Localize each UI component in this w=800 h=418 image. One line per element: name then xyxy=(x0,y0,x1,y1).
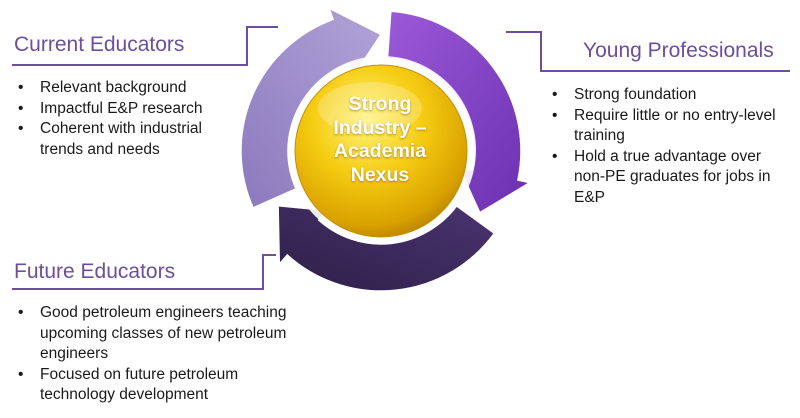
list-item: Strong foundation xyxy=(546,85,778,106)
current-educators-connector-top xyxy=(246,26,278,28)
hub-circle xyxy=(294,64,468,238)
hub-label: Strong Industry – Academia Nexus xyxy=(333,93,427,186)
list-item: Hold a true advantage over non-PE gradua… xyxy=(546,147,778,209)
current-educators-heading: Current Educators xyxy=(14,33,185,56)
future-educators-connector-top xyxy=(262,254,276,256)
young-professionals-heading: Young Professionals xyxy=(583,39,774,62)
future-educators-connector-line xyxy=(12,288,264,290)
current-educators-connector-line xyxy=(12,64,248,66)
list-item: Relevant background xyxy=(12,78,242,99)
current-educators-connector-tick xyxy=(246,26,248,65)
list-item: Good petroleum engineers teaching upcomi… xyxy=(12,303,287,365)
hub-highlight xyxy=(318,82,422,134)
young-professionals-connector-line xyxy=(540,70,790,72)
current-educators-list: Relevant background Impactful E&P resear… xyxy=(12,78,242,160)
list-item: Impactful E&P research xyxy=(12,99,242,120)
list-item: Coherent with industrial trends and need… xyxy=(12,119,242,160)
future-educators-list: Good petroleum engineers teaching upcomi… xyxy=(12,303,287,406)
young-professionals-connector-top xyxy=(506,31,542,33)
young-professionals-connector-tick xyxy=(540,31,542,71)
list-item: Require little or no entry-level trainin… xyxy=(546,106,778,147)
future-educators-connector-tick xyxy=(262,254,264,289)
list-item: Focused on future petroleum technology d… xyxy=(12,365,287,406)
future-educators-heading: Future Educators xyxy=(14,260,176,283)
young-professionals-list: Strong foundation Require little or no e… xyxy=(546,85,778,208)
